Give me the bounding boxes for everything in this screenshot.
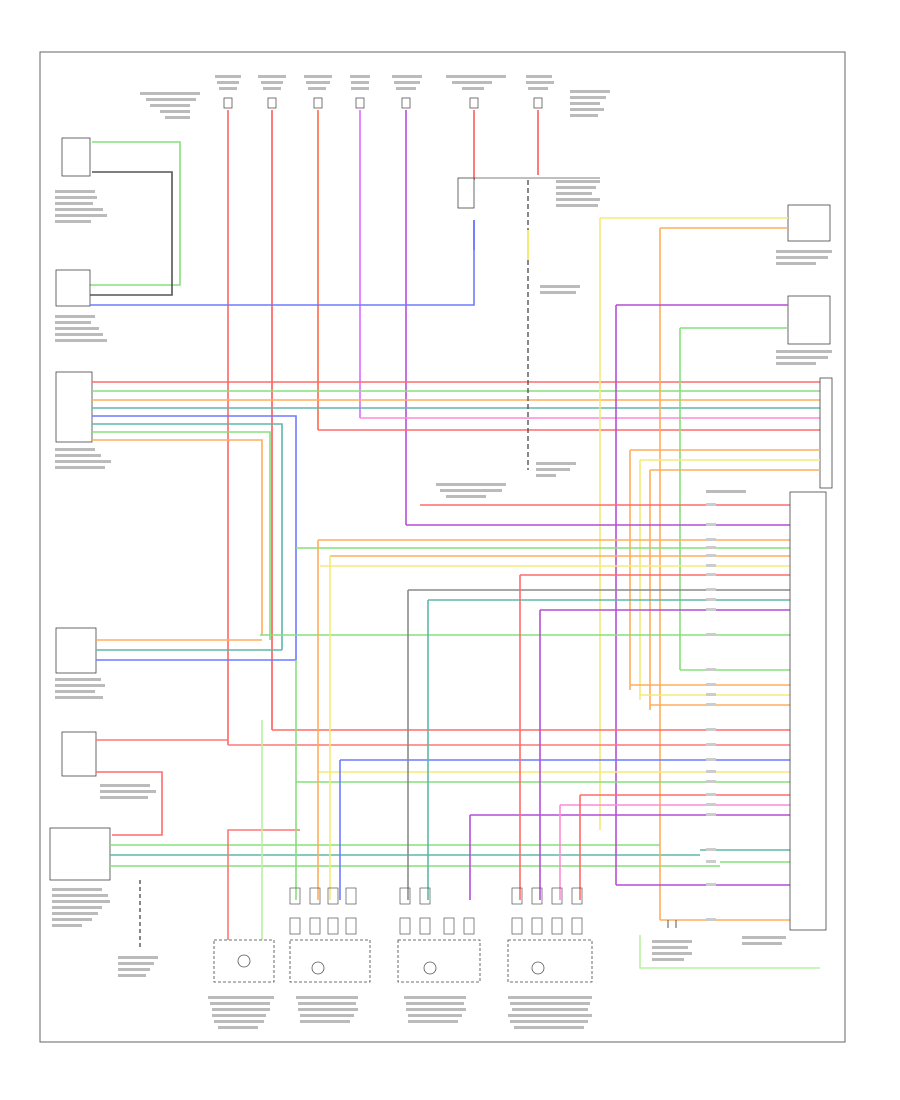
left-module-bus (92, 381, 820, 660)
component-right-sensor (615, 295, 832, 885)
component-top-left (55, 137, 181, 296)
component-left-2 (55, 220, 475, 342)
right-connector (629, 377, 833, 710)
bottom-drops (227, 540, 581, 960)
component-bottom-1 (208, 939, 275, 1029)
component-left-module (55, 371, 111, 469)
fuse-labels (140, 75, 610, 119)
component-bottom-2 (289, 939, 371, 1023)
connector-pins (289, 887, 583, 935)
component-bottom-3 (397, 939, 481, 1023)
right-control-module (706, 490, 827, 945)
center-upper-label (436, 483, 506, 498)
diagram-frame (39, 51, 846, 1043)
component-left-bottom (49, 827, 720, 977)
component-bottom-right (639, 920, 820, 969)
center-switch-column (457, 177, 600, 477)
component-left-switch (61, 731, 228, 836)
ecu-bus (228, 504, 790, 921)
fuse-symbols (223, 97, 543, 109)
fuse-feed-lines (227, 110, 539, 745)
component-left-4 (55, 627, 296, 699)
component-bottom-4 (507, 939, 593, 1029)
